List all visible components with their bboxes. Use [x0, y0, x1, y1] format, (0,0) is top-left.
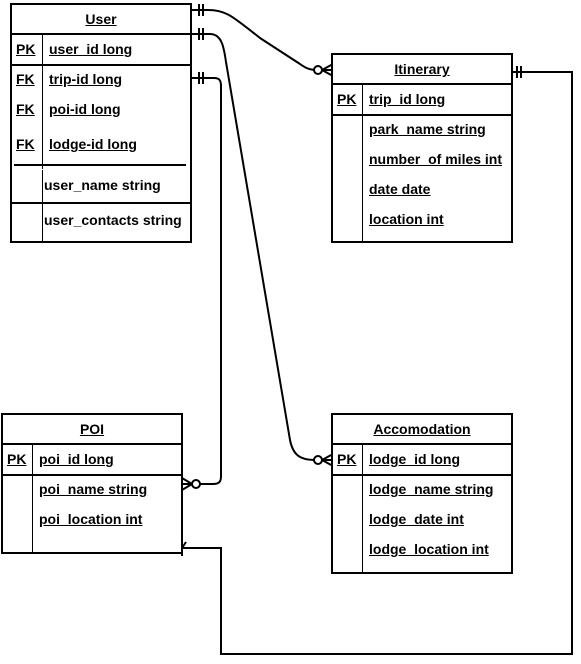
field-name: trip-id long	[49, 71, 123, 87]
field-name: location int	[369, 211, 444, 227]
user-attr-separator	[14, 164, 186, 166]
fk-label: FK	[16, 101, 35, 117]
accomodation-pk-separator	[333, 474, 511, 476]
poi-key-divider	[32, 445, 33, 554]
user-row-separator	[12, 202, 190, 204]
field-name: lodge_date int	[369, 511, 464, 527]
pk-label: PK	[337, 451, 357, 467]
poi-entity[interactable]: POI PK poi_id long poi_name string poi_l…	[1, 413, 183, 554]
field-name: lodge-id long	[49, 136, 137, 152]
accomodation-entity[interactable]: Accomodation PK lodge_id long lodge_name…	[331, 413, 513, 574]
pk-label: PK	[16, 41, 36, 57]
user-pk-separator	[12, 64, 190, 66]
field-name: park_name string	[369, 121, 486, 137]
field-name: user_contacts string	[44, 212, 182, 228]
user-key-divider	[42, 35, 43, 169]
field-name: date date	[369, 181, 431, 197]
field-name: number_of miles int	[369, 151, 503, 167]
field-name: trip_id long	[369, 91, 446, 107]
user-attr-divider	[42, 170, 43, 243]
user-entity-title: User	[12, 5, 190, 35]
rel-user-itinerary[interactable]	[190, 4, 334, 77]
poi-entity-title: POI	[3, 415, 181, 445]
itinerary-pk-separator	[333, 114, 511, 116]
rel-user-poi[interactable]	[181, 72, 222, 491]
fk-label: FK	[16, 136, 35, 152]
rel-user-accomodation[interactable]	[190, 28, 334, 467]
fk-label: FK	[16, 71, 35, 87]
user-entity[interactable]: User PK user_id long FK trip-id long FK …	[10, 3, 192, 243]
accomodation-key-divider	[362, 445, 363, 574]
poi-pk-separator	[3, 474, 181, 476]
pk-label: PK	[7, 451, 27, 467]
field-name: lodge_id long	[369, 451, 460, 467]
field-name: poi_location int	[39, 511, 143, 527]
field-name: poi_id long	[39, 451, 114, 467]
itinerary-entity-title: Itinerary	[333, 55, 511, 85]
field-name: poi-id long	[49, 101, 121, 117]
field-name: poi_name string	[39, 481, 148, 497]
itinerary-entity[interactable]: Itinerary PK trip_id long park_name stri…	[331, 53, 513, 243]
itinerary-key-divider	[362, 85, 363, 243]
field-name: user_name string	[44, 177, 161, 193]
field-name: user_id long	[49, 41, 133, 57]
field-name: lodge_location int	[369, 541, 489, 557]
field-name: lodge_name string	[369, 481, 494, 497]
accomodation-entity-title: Accomodation	[333, 415, 511, 445]
pk-label: PK	[337, 91, 357, 107]
